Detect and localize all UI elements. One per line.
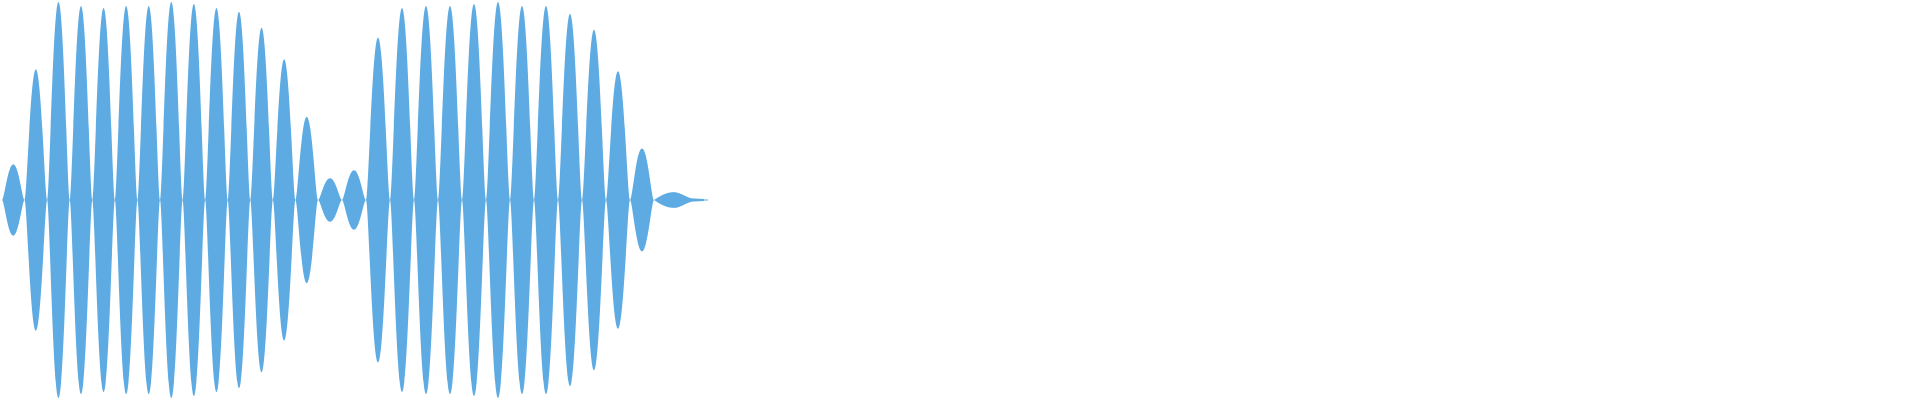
second-burst — [318, 2, 654, 398]
tail-ripple — [654, 192, 704, 208]
first-burst — [2, 2, 318, 398]
